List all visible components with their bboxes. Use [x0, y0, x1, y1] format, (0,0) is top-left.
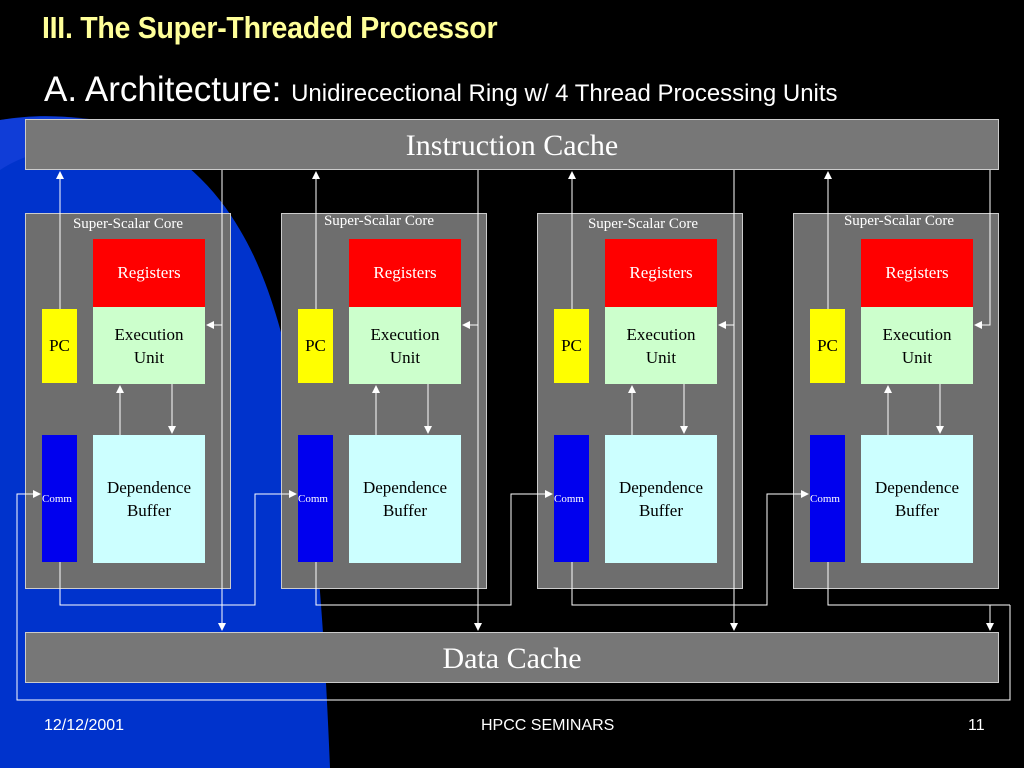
- program-counter: PC: [554, 309, 589, 383]
- registers: Registers: [861, 239, 973, 307]
- slide-title: III. The Super-Threaded Processor: [42, 10, 498, 45]
- dependence-buffer-line2: Buffer: [894, 501, 940, 520]
- execution-unit-line2: Unit: [645, 347, 677, 367]
- execution-unit-line2: Unit: [133, 347, 165, 367]
- page-number: 11: [968, 717, 985, 734]
- instruction-cache-label: Instruction Cache: [405, 129, 619, 162]
- data-cache-label: Data Cache: [442, 642, 582, 675]
- footer-title: HPCC SEMINARS: [481, 717, 615, 734]
- dependence-buffer-line2: Buffer: [382, 501, 428, 520]
- core-label: Super-Scalar Core: [323, 213, 435, 229]
- dependence-buffer-line2: Buffer: [638, 501, 684, 520]
- comm-label: Comm: [298, 493, 328, 505]
- comm-unit: Comm: [298, 435, 333, 562]
- core-label: Super-Scalar Core: [843, 213, 955, 229]
- execution-unit-line1: Execution: [114, 324, 184, 344]
- registers: Registers: [349, 239, 461, 307]
- footer-date: 12/12/2001: [44, 717, 125, 734]
- program-counter: PC: [298, 309, 333, 383]
- dependence-buffer-line1: Dependence: [618, 478, 703, 497]
- core-label: Super-Scalar Core: [587, 216, 699, 232]
- comm-unit: Comm: [554, 435, 589, 562]
- dependence-buffer-line1: Dependence: [874, 478, 959, 497]
- dependence-buffer-line2: Buffer: [126, 501, 172, 520]
- dependence-buffer-line1: Dependence: [362, 478, 447, 497]
- execution-unit-line1: Execution: [370, 324, 440, 344]
- dependence-buffer-line1: Dependence: [106, 478, 191, 497]
- comm-label: Comm: [42, 493, 72, 505]
- execution-unit-line1: Execution: [626, 324, 696, 344]
- registers: Registers: [93, 239, 205, 307]
- data-cache: Data Cache: [25, 632, 999, 683]
- execution-unit-line2: Unit: [901, 347, 933, 367]
- subtitle-main: A. Architecture:: [44, 70, 292, 109]
- comm-unit: Comm: [810, 435, 845, 562]
- core-label: Super-Scalar Core: [72, 216, 184, 232]
- instruction-cache: Instruction Cache: [25, 119, 999, 170]
- comm-unit: Comm: [42, 435, 77, 562]
- subtitle-detail: Unidirecectional Ring w/ 4 Thread Proces…: [291, 80, 838, 107]
- program-counter: PC: [42, 309, 77, 383]
- registers: Registers: [605, 239, 717, 307]
- slide-subtitle: A. Architecture: Unidirecectional Ring w…: [44, 70, 838, 110]
- comm-label: Comm: [810, 493, 840, 505]
- comm-label: Comm: [554, 493, 584, 505]
- execution-unit-line1: Execution: [882, 324, 952, 344]
- program-counter: PC: [810, 309, 845, 383]
- execution-unit-line2: Unit: [389, 347, 421, 367]
